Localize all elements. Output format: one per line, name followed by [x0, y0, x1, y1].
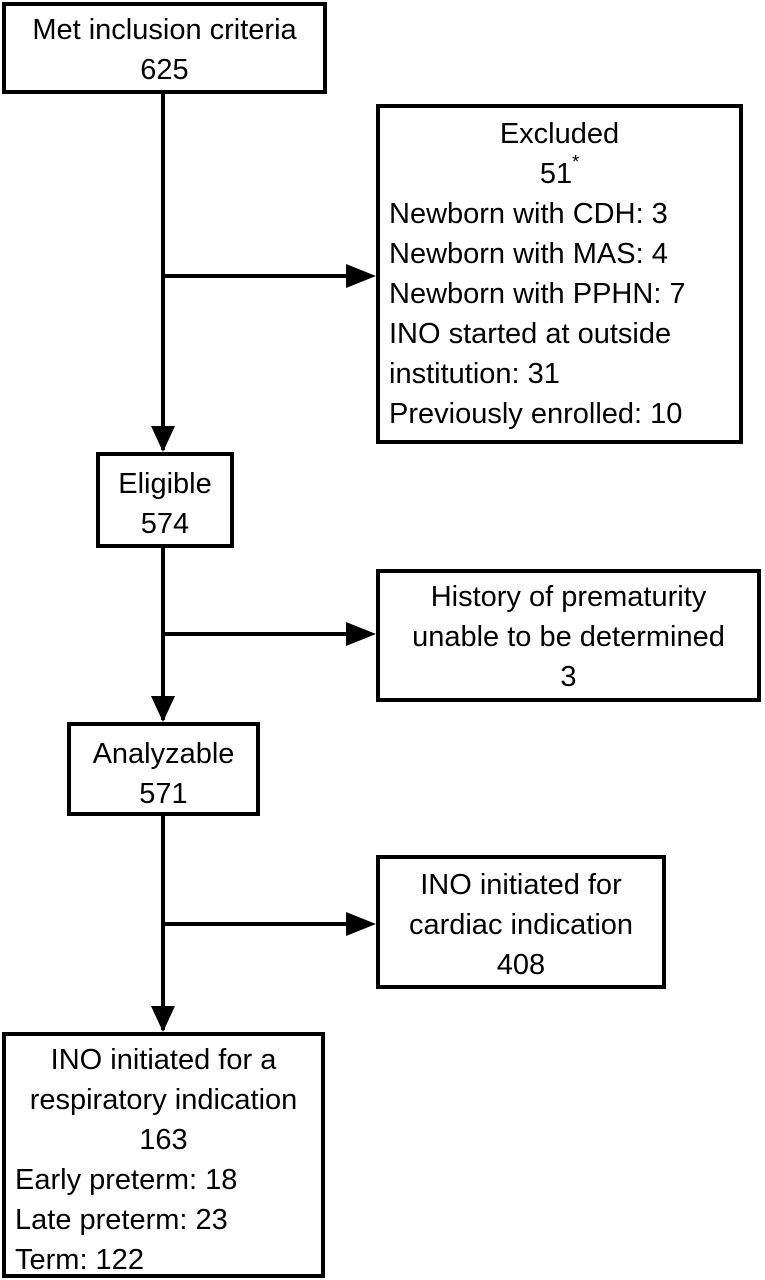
- prematurity-box: History of prematurity unable to be dete…: [376, 569, 761, 702]
- excluded-item-pphn: Newborn with PPHN: 7: [389, 278, 686, 310]
- analyzable-title: Analyzable: [92, 738, 235, 770]
- cardiac-box: INO initiated for cardiac indication 408: [376, 855, 666, 989]
- respiratory-item-late-preterm: Late preterm: 23: [15, 1204, 228, 1236]
- excluded-item-institution: institution: 31: [389, 358, 560, 390]
- arrowhead-to-prematurity: [346, 622, 376, 646]
- met-inclusion-title: Met inclusion criteria: [32, 14, 297, 46]
- eligible-count: 574: [140, 508, 190, 540]
- cardiac-line1: INO initiated for: [420, 869, 622, 901]
- respiratory-line2: respiratory indication: [29, 1084, 298, 1116]
- excluded-footnote-mark: *: [572, 152, 580, 173]
- excluded-box: Excluded 51* Newborn with CDH: 3 Newborn…: [376, 104, 743, 444]
- prematurity-line2: unable to be determined: [412, 621, 725, 653]
- excluded-item-previously-enrolled: Previously enrolled: 10: [389, 398, 683, 430]
- analyzable-count: 571: [139, 778, 188, 810]
- excluded-count: 51: [539, 158, 573, 190]
- arrowhead-to-excluded: [346, 264, 376, 288]
- eligible-box: Eligible 574: [96, 452, 234, 548]
- excluded-item-ino-outside: INO started at outside: [389, 318, 672, 350]
- respiratory-item-early-preterm: Early preterm: 18: [15, 1164, 238, 1196]
- prematurity-line1: History of prematurity: [430, 581, 707, 613]
- arrowhead-to-analyzable: [151, 696, 175, 722]
- cardiac-line2: cardiac indication: [408, 909, 634, 941]
- met-inclusion-count: 625: [140, 54, 189, 86]
- arrowhead-to-respiratory: [151, 1006, 175, 1032]
- excluded-item-mas: Newborn with MAS: 4: [389, 238, 668, 270]
- excluded-title: Excluded: [499, 118, 620, 150]
- respiratory-count: 163: [139, 1124, 188, 1156]
- excluded-count-line: 51*: [380, 152, 739, 194]
- arrowhead-to-cardiac: [346, 912, 376, 936]
- arrowhead-to-eligible: [151, 426, 175, 452]
- respiratory-box: INO initiated for a respiratory indicati…: [2, 1032, 325, 1278]
- analyzable-box: Analyzable 571: [67, 722, 260, 816]
- met-inclusion-box: Met inclusion criteria 625: [2, 2, 327, 94]
- eligible-title: Eligible: [118, 468, 212, 500]
- prematurity-count: 3: [560, 661, 577, 693]
- cardiac-count: 408: [496, 949, 546, 981]
- excluded-item-cdh: Newborn with CDH: 3: [389, 198, 668, 230]
- respiratory-line1: INO initiated for a: [50, 1044, 277, 1076]
- respiratory-item-term: Term: 122: [15, 1244, 144, 1276]
